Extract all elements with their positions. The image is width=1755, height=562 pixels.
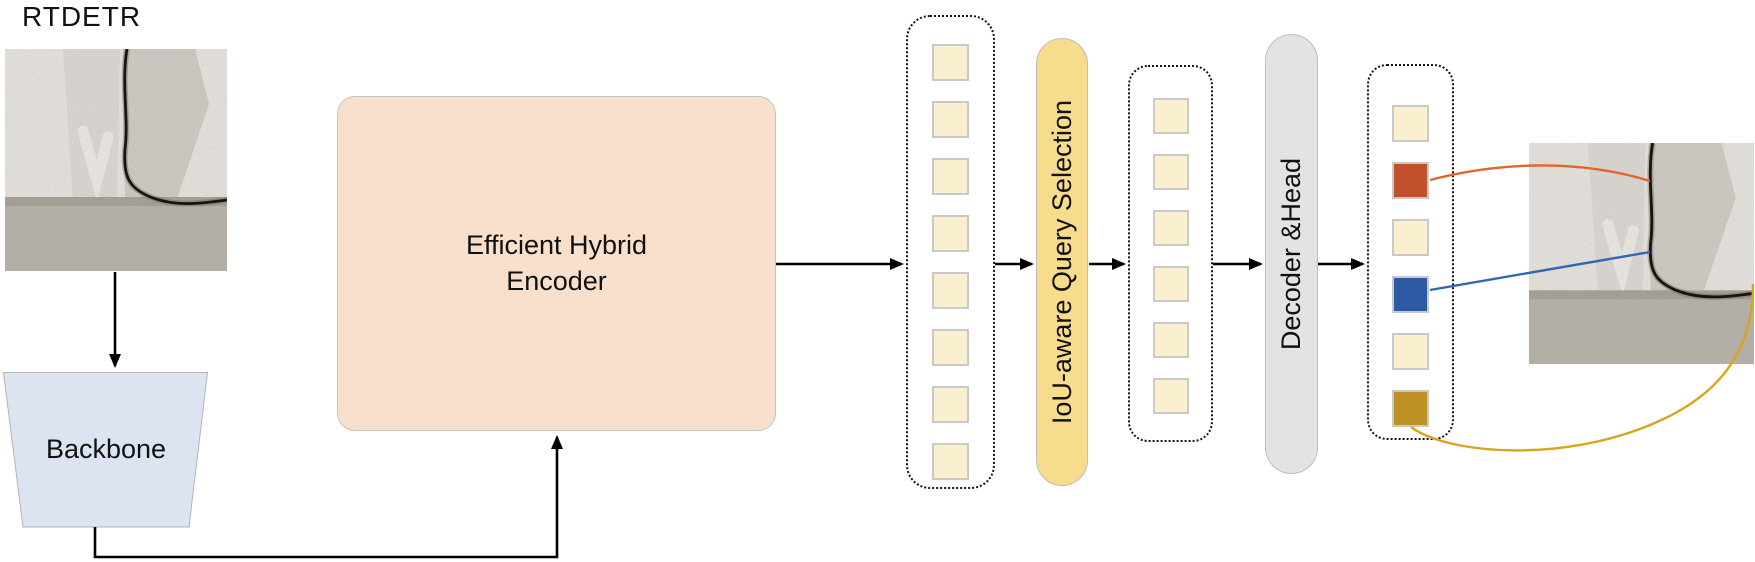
encoder-label: Efficient Hybrid Encoder	[465, 230, 648, 296]
query-selection-node: IoU-aware Query Selection	[1036, 38, 1088, 486]
encoder-node: Efficient Hybrid Encoder	[337, 96, 776, 431]
query-token	[1152, 322, 1189, 358]
query-token	[932, 329, 969, 366]
decoder-output-token-group	[1367, 64, 1454, 440]
query-token	[1392, 333, 1429, 370]
query-selection-label: IoU-aware Query Selection	[1046, 99, 1077, 425]
query-token	[1392, 105, 1429, 142]
encoder-output-token-group	[906, 15, 995, 489]
input-image	[5, 49, 227, 271]
diagram-title: RTDETR	[22, 1, 142, 32]
query-token	[1392, 219, 1429, 256]
selected-query-token-group	[1128, 65, 1213, 442]
decoder-head-label: Decoder &Head	[1276, 157, 1306, 351]
detection-token-red	[1392, 162, 1429, 199]
query-token	[1152, 378, 1189, 414]
query-token	[932, 101, 969, 138]
decoder-head-node: Decoder &Head	[1265, 34, 1318, 474]
query-token	[932, 443, 969, 480]
query-token	[1152, 98, 1189, 134]
detection-token-gold	[1392, 390, 1429, 427]
query-token	[1152, 266, 1189, 302]
detection-token-blue	[1392, 276, 1429, 313]
query-token	[932, 44, 969, 81]
query-token	[1152, 210, 1189, 246]
query-token	[1152, 154, 1189, 190]
output-image	[1529, 143, 1754, 364]
query-token	[932, 158, 969, 195]
query-token	[932, 386, 969, 423]
query-token	[932, 272, 969, 309]
query-token	[932, 215, 969, 252]
backbone-label: Backbone	[45, 433, 167, 464]
